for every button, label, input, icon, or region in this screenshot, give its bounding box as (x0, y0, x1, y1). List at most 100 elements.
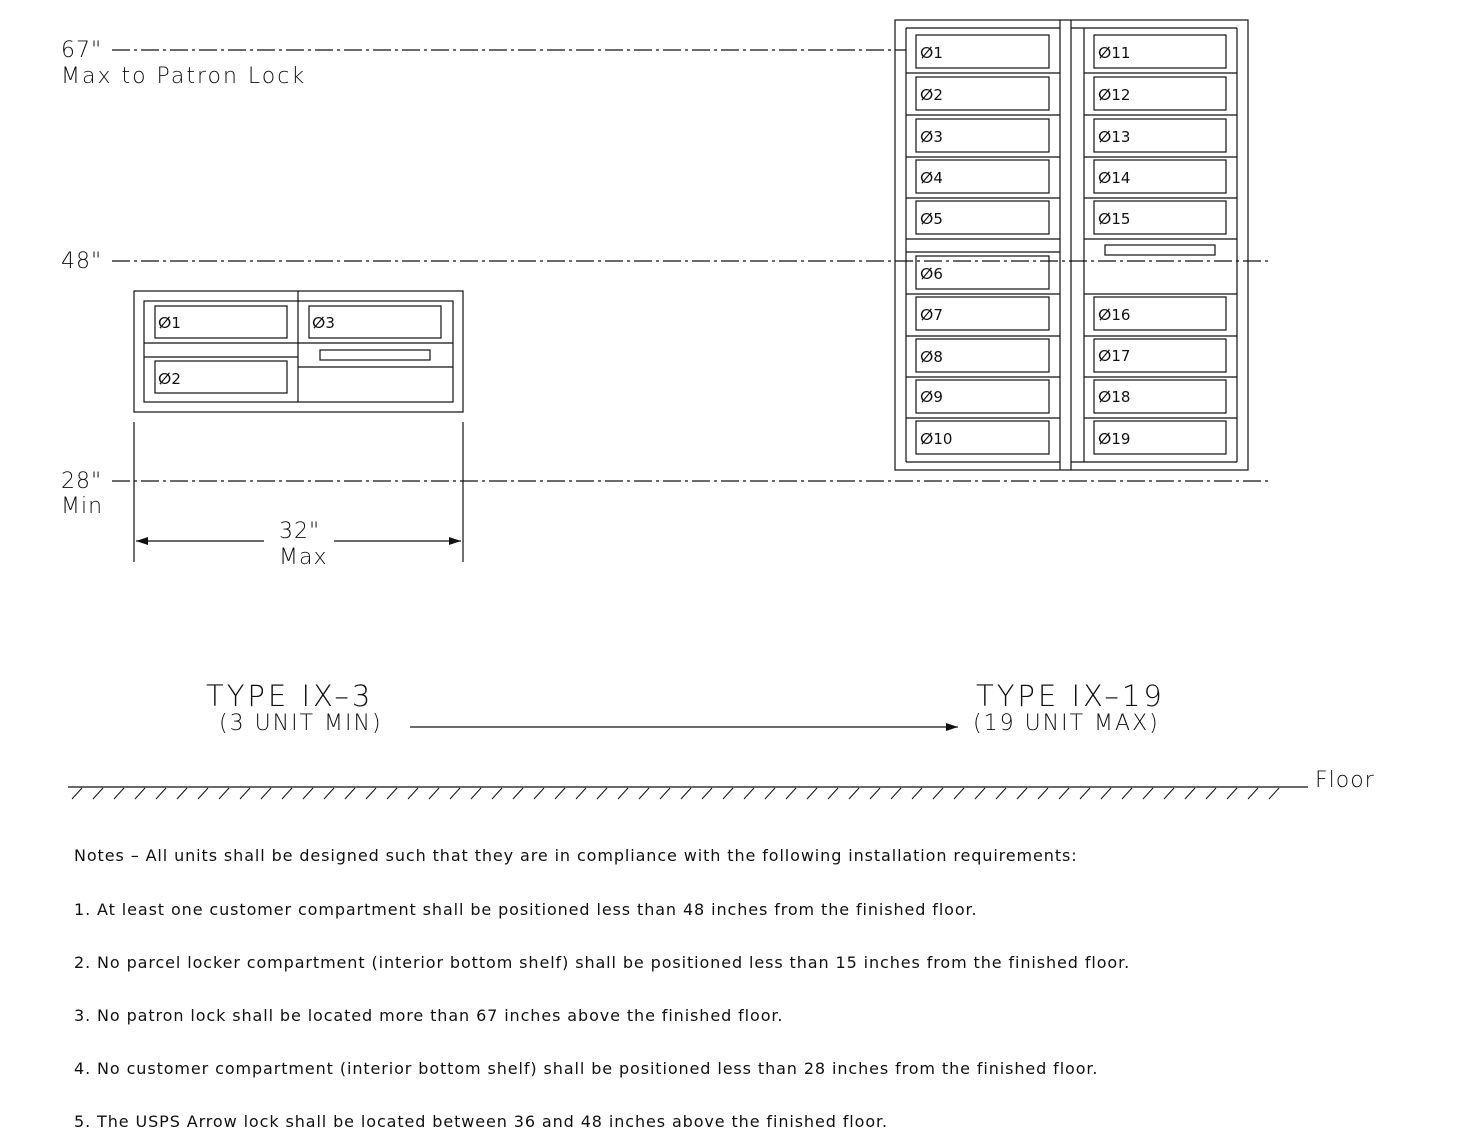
hatch-mark (1163, 787, 1175, 800)
small-unit-drawing (133, 290, 464, 413)
hatch-mark (491, 787, 503, 800)
hatch-mark (197, 787, 209, 800)
hatch-mark (1100, 787, 1112, 800)
note-item: 1. At least one customer compartment sha… (74, 899, 978, 919)
small-unit-subtitle: (3 UNIT MIN) (219, 711, 383, 736)
large-compartment-4: ⵁ4 (920, 169, 943, 187)
small-compartment-1: ⵁ1 (158, 314, 181, 332)
hatch-mark (575, 787, 587, 800)
floor-hatching (71, 787, 1280, 800)
hatch-mark (932, 787, 944, 800)
hatch-mark (953, 787, 965, 800)
hatch-mark (1247, 787, 1259, 800)
large-compartment-15: ⵁ15 (1098, 210, 1130, 228)
large-compartment-17: ⵁ17 (1098, 347, 1130, 365)
hatch-mark (1121, 787, 1133, 800)
hatch-mark (1037, 787, 1049, 800)
hatch-mark (428, 787, 440, 800)
dim-67-label: Max to Patron Lock (61, 64, 307, 89)
dim-width-value: 32" (279, 519, 321, 544)
large-compartment-14: ⵁ14 (1098, 169, 1130, 187)
hatch-mark (512, 787, 524, 800)
large-unit-drawing (894, 19, 1249, 471)
notes-header: Notes – All units shall be designed such… (74, 846, 1078, 866)
large-compartment-5: ⵁ5 (920, 210, 943, 228)
note-item: 5. The USPS Arrow lock shall be located … (74, 1111, 889, 1131)
hatch-mark (848, 787, 860, 800)
large-compartment-9: ⵁ9 (920, 388, 943, 406)
large-compartment-19: ⵁ19 (1098, 430, 1130, 448)
installation-diagram: ⵁ1 ⵁ2 ⵁ3 (68, 19, 1308, 800)
hatch-mark (995, 787, 1007, 800)
large-compartment-10: ⵁ10 (920, 430, 952, 448)
hatch-mark (386, 787, 398, 800)
large-compartment-12: ⵁ12 (1098, 86, 1130, 104)
hatch-mark (155, 787, 167, 800)
hatch-mark (743, 787, 755, 800)
hatch-mark (1058, 787, 1070, 800)
hatch-mark (1268, 787, 1280, 800)
hatch-mark (344, 787, 356, 800)
dim-width-label: Max (279, 545, 328, 570)
note-item: 2. No parcel locker compartment (interio… (74, 952, 1131, 972)
hatch-mark (659, 787, 671, 800)
installation-notes: Notes – All units shall be designed such… (74, 812, 1130, 1148)
hatch-mark (134, 787, 146, 800)
hatch-mark (1205, 787, 1217, 800)
floor-label: Floor (1315, 768, 1375, 793)
dim-48-value: 48" (61, 249, 103, 274)
large-compartment-11: ⵁ11 (1098, 44, 1130, 62)
hatch-mark (281, 787, 293, 800)
hatch-mark (806, 787, 818, 800)
hatch-mark (722, 787, 734, 800)
large-compartment-7: ⵁ7 (920, 306, 943, 324)
hatch-mark (365, 787, 377, 800)
hatch-mark (554, 787, 566, 800)
hatch-mark (302, 787, 314, 800)
large-compartment-13: ⵁ13 (1098, 128, 1130, 146)
hatch-mark (1016, 787, 1028, 800)
hatch-mark (827, 787, 839, 800)
note-item: 3. No patron lock shall be located more … (74, 1005, 784, 1025)
hatch-mark (638, 787, 650, 800)
hatch-mark (596, 787, 608, 800)
hatch-mark (1142, 787, 1154, 800)
large-compartment-2: ⵁ2 (920, 86, 943, 104)
hatch-mark (1184, 787, 1196, 800)
hatch-mark (470, 787, 482, 800)
hatch-mark (92, 787, 104, 800)
hatch-mark (323, 787, 335, 800)
note-item: 4. No customer compartment (interior bot… (74, 1058, 1099, 1078)
large-compartment-3: ⵁ3 (920, 128, 943, 146)
width-dimension (133, 422, 464, 562)
large-compartment-6: ⵁ6 (920, 265, 943, 283)
hatch-mark (449, 787, 461, 800)
hatch-mark (890, 787, 902, 800)
hatch-mark (764, 787, 776, 800)
small-unit-title: TYPE IX–3 (206, 679, 374, 713)
hatch-mark (71, 787, 83, 800)
hatch-mark (176, 787, 188, 800)
large-unit-subtitle: (19 UNIT MAX) (973, 711, 1160, 736)
dim-28-value: 28" (61, 469, 103, 494)
hatch-mark (113, 787, 125, 800)
hatch-mark (617, 787, 629, 800)
hatch-mark (869, 787, 881, 800)
small-compartment-3: ⵁ3 (312, 314, 335, 332)
large-compartment-18: ⵁ18 (1098, 388, 1130, 406)
hatch-mark (407, 787, 419, 800)
hatch-mark (785, 787, 797, 800)
hatch-mark (533, 787, 545, 800)
large-compartment-8: ⵁ8 (920, 348, 943, 366)
large-unit-title: TYPE IX–19 (976, 679, 1165, 713)
hatch-mark (680, 787, 692, 800)
dim-67-value: 67" (61, 38, 103, 63)
large-compartment-16: ⵁ16 (1098, 306, 1130, 324)
hatch-mark (911, 787, 923, 800)
hatch-mark (260, 787, 272, 800)
hatch-mark (1079, 787, 1091, 800)
small-compartment-2: ⵁ2 (158, 370, 181, 388)
hatch-mark (239, 787, 251, 800)
large-compartment-1: ⵁ1 (920, 44, 943, 62)
hatch-mark (974, 787, 986, 800)
